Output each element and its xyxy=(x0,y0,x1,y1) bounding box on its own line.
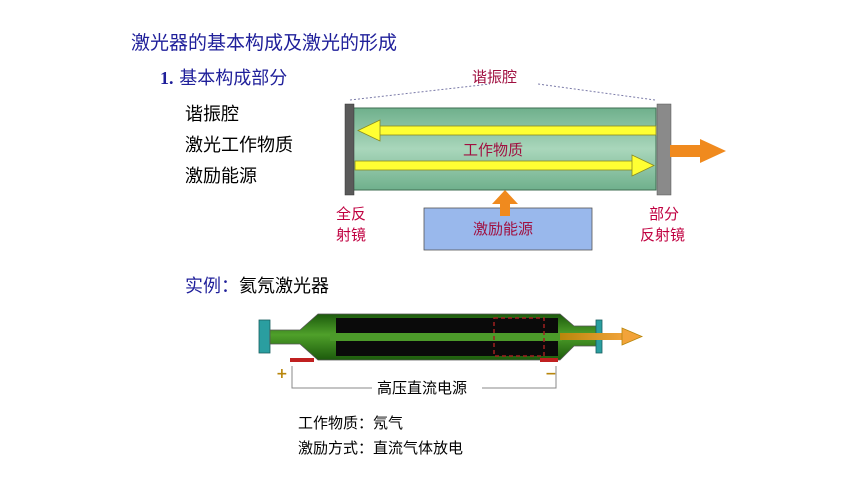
example-heading: 实例：氦氖激光器 xyxy=(185,272,329,298)
resonator-bracket-left xyxy=(349,83,491,101)
output-beam xyxy=(560,333,624,340)
left-end-cap xyxy=(258,319,271,354)
full-reflective-mirror xyxy=(344,103,355,196)
section-heading: 1. 基本构成部分 xyxy=(160,64,287,90)
output-beam-head xyxy=(621,327,644,346)
component-item-medium: 激光工作物质 xyxy=(185,135,293,156)
pump-label: 激励能源 xyxy=(473,220,533,238)
gain-medium xyxy=(351,107,657,191)
component-item-resonator: 谐振腔 xyxy=(185,104,239,125)
component-item-pump: 激励能源 xyxy=(185,166,257,187)
circuit-wire-left xyxy=(291,366,372,389)
example-colon: ： xyxy=(221,276,239,297)
cathode-lead xyxy=(540,358,558,362)
partial-reflective-mirror xyxy=(656,103,672,196)
medium-label: 工作物质 xyxy=(463,141,523,159)
minus-terminal: − xyxy=(545,366,557,382)
cathode-electrode xyxy=(493,317,545,357)
note-working-medium: 工作物质：氖气 xyxy=(298,414,404,432)
resonator-label: 谐振腔 xyxy=(472,68,517,86)
anode-lead xyxy=(290,358,314,362)
reflected-light-arrow xyxy=(357,119,657,142)
example-label: 实例 xyxy=(185,276,221,297)
example-text: 氦氖激光器 xyxy=(239,276,329,297)
section-number: 1. xyxy=(160,68,174,88)
pump-arrow xyxy=(492,190,518,216)
page-title: 激光器的基本构成及激光的形成 xyxy=(131,32,398,54)
section-label: 基本构成部分 xyxy=(179,68,288,89)
plus-terminal: + xyxy=(276,366,288,382)
partial-mirror-label-line2: 反射镜 xyxy=(640,226,685,244)
full-mirror-label-line1: 全反 xyxy=(336,205,366,223)
full-mirror-label-line2: 射镜 xyxy=(336,226,366,244)
note-excitation-method: 激励方式：直流气体放电 xyxy=(298,439,464,457)
resonator-bracket-right xyxy=(537,83,656,101)
hene-laser-diagram: + − 高压直流电源 xyxy=(258,313,644,397)
laser-output-arrow xyxy=(670,139,726,163)
capillary-bore xyxy=(330,333,562,341)
partial-mirror-label-line1: 部分 xyxy=(649,205,679,223)
amplified-light-arrow xyxy=(354,154,655,177)
power-supply-label: 高压直流电源 xyxy=(377,379,467,397)
circuit-wire-right xyxy=(482,366,557,389)
